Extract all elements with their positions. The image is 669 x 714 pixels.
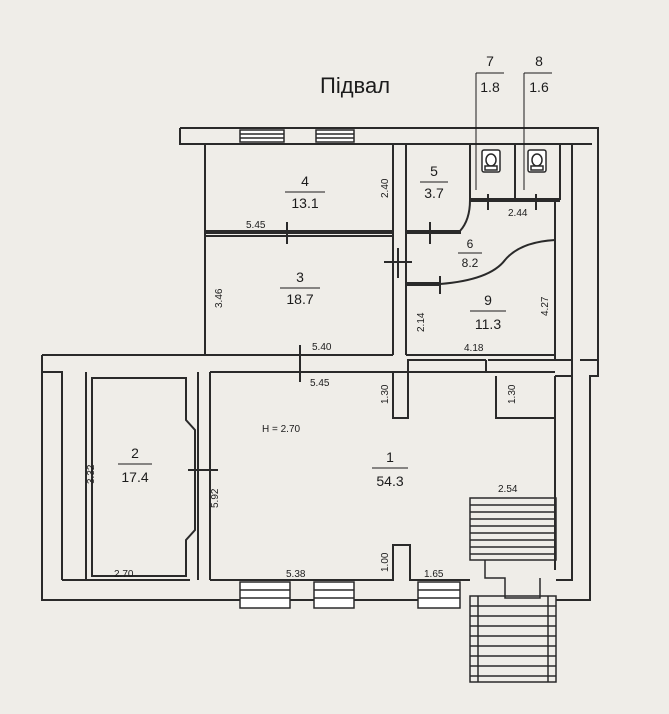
dimension-label: 4.27 xyxy=(540,296,551,316)
room-labels: 4 13.1 3 18.7 5 3.7 6 8.2 7 1.8 xyxy=(118,53,552,489)
room-number: 2 xyxy=(131,445,139,461)
room-area: 11.3 xyxy=(475,316,501,332)
plan-title: Підвал xyxy=(320,73,390,98)
dimension-label: 2.14 xyxy=(416,312,427,332)
room-area: 18.7 xyxy=(286,291,313,307)
room-area: 8.2 xyxy=(462,256,479,270)
room-7-label: 7 1.8 xyxy=(475,53,504,190)
window-top-2 xyxy=(315,129,355,143)
dimension-labels: 5.45 2.40 2.44 3.46 2.14 4.27 5.40 5.45 … xyxy=(86,178,551,580)
window-bottom-1 xyxy=(239,581,291,609)
dimension-label: 5.92 xyxy=(210,488,221,508)
window-bottom-3 xyxy=(417,581,461,609)
dimension-label: 5.40 xyxy=(312,342,332,353)
room-4-label: 4 13.1 xyxy=(285,173,325,211)
height-note: Н = 2.70 xyxy=(262,424,301,435)
dimension-label: 2.44 xyxy=(508,208,528,219)
interior-walls xyxy=(85,144,561,601)
dimension-label: 5.45 xyxy=(310,378,330,389)
dimension-label: 1.00 xyxy=(380,552,391,572)
toilet-icon xyxy=(481,149,501,173)
room-5-label: 5 3.7 xyxy=(420,163,448,201)
room-1-label: 1 54.3 xyxy=(372,449,408,489)
dimension-label: 1.30 xyxy=(507,384,518,404)
room-9-label: 9 11.3 xyxy=(470,292,506,332)
room-number: 7 xyxy=(486,53,494,69)
doors xyxy=(188,194,537,471)
dimension-label: 2.70 xyxy=(114,569,134,580)
room-area: 1.8 xyxy=(480,79,500,95)
dimension-label: 3.46 xyxy=(214,288,225,308)
dimension-label: 1.65 xyxy=(424,569,444,580)
toilet-icon xyxy=(527,149,547,173)
dimension-label: 5.38 xyxy=(286,569,306,580)
room-8-label: 8 1.6 xyxy=(523,53,552,190)
dimension-label: 1.30 xyxy=(380,384,391,404)
room-area: 17.4 xyxy=(121,469,148,485)
window-bottom-2 xyxy=(313,581,355,609)
window-top-1 xyxy=(239,129,285,143)
wall-fill xyxy=(205,198,560,286)
room-number: 8 xyxy=(535,53,543,69)
room-area: 1.6 xyxy=(529,79,549,95)
room-area: 13.1 xyxy=(291,195,318,211)
room-3-label: 3 18.7 xyxy=(280,269,320,307)
room-number: 3 xyxy=(296,269,304,285)
stairs xyxy=(469,497,557,683)
toilet-icons xyxy=(481,149,547,173)
dimension-label: 4.18 xyxy=(464,343,484,354)
dimension-label: 5.45 xyxy=(246,220,266,231)
room-number: 1 xyxy=(386,449,394,465)
windows xyxy=(239,129,461,609)
room-number: 5 xyxy=(430,163,438,179)
room-area: 54.3 xyxy=(376,473,403,489)
dimension-label: 3.32 xyxy=(86,464,97,484)
room-number: 9 xyxy=(484,292,492,308)
room-6-label: 6 8.2 xyxy=(458,237,482,270)
dimension-label: 2.54 xyxy=(498,484,518,495)
room-area: 3.7 xyxy=(424,185,444,201)
room-number: 6 xyxy=(467,237,474,251)
dimension-label: 2.40 xyxy=(380,178,391,198)
room-number: 4 xyxy=(301,173,309,189)
room-2-label: 2 17.4 xyxy=(118,445,152,485)
